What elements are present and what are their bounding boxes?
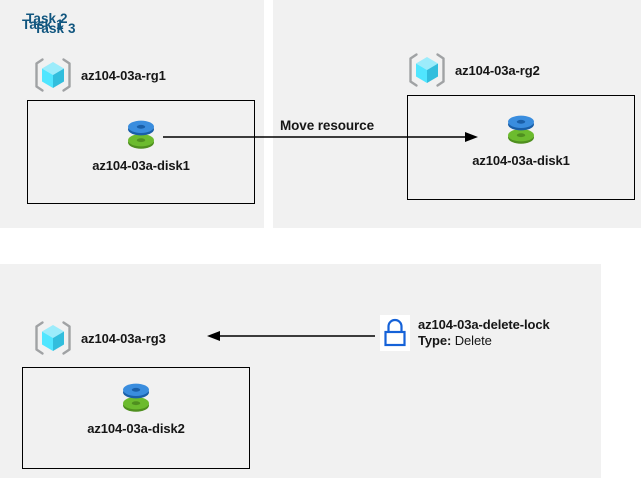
panel-title-task2: Task 2 <box>26 11 68 26</box>
lock-type-key: Type: <box>418 333 452 348</box>
padlock-icon <box>380 315 410 351</box>
panel-title-task1: Task 1 <box>22 17 64 32</box>
resource-box-task1 <box>27 100 255 204</box>
disk-item-task3: az104-03a-disk2 <box>22 375 250 436</box>
resource-group-label-task3: az104-03a-rg3 <box>81 330 166 346</box>
resource-group-task3: az104-03a-rg3 <box>33 318 166 358</box>
managed-disk-icon <box>27 112 255 154</box>
resource-group-label-task1: az104-03a-rg1 <box>81 67 166 83</box>
lock-type-line: Type: Delete <box>418 333 550 349</box>
managed-disk-icon <box>22 375 250 417</box>
disk-label-task2: az104-03a-disk1 <box>472 153 570 168</box>
resource-group-label-task2: az104-03a-rg2 <box>455 62 540 78</box>
delete-lock-annotation: az104-03a-delete-lock Type: Delete <box>380 315 550 351</box>
resource-group-task1: az104-03a-rg1 <box>33 55 166 95</box>
lock-type-value: Delete <box>454 333 492 348</box>
resource-box-task2 <box>407 95 635 200</box>
disk-label-task3: az104-03a-disk2 <box>87 421 185 436</box>
panel-title-task3: Task 3 <box>34 21 76 36</box>
managed-disk-icon <box>407 107 635 149</box>
lock-text-block: az104-03a-delete-lock Type: Delete <box>418 317 550 349</box>
resource-group-task2: az104-03a-rg2 <box>407 50 540 90</box>
move-resource-label: Move resource <box>280 118 374 133</box>
resource-group-cube-icon <box>407 50 447 90</box>
disk-label-task1: az104-03a-disk1 <box>92 158 190 173</box>
resource-group-cube-icon <box>33 318 73 358</box>
lock-name-label: az104-03a-delete-lock <box>418 317 550 332</box>
disk-item-task2: az104-03a-disk1 <box>407 107 635 168</box>
disk-item-task1: az104-03a-disk1 <box>27 112 255 173</box>
resource-group-cube-icon <box>33 55 73 95</box>
